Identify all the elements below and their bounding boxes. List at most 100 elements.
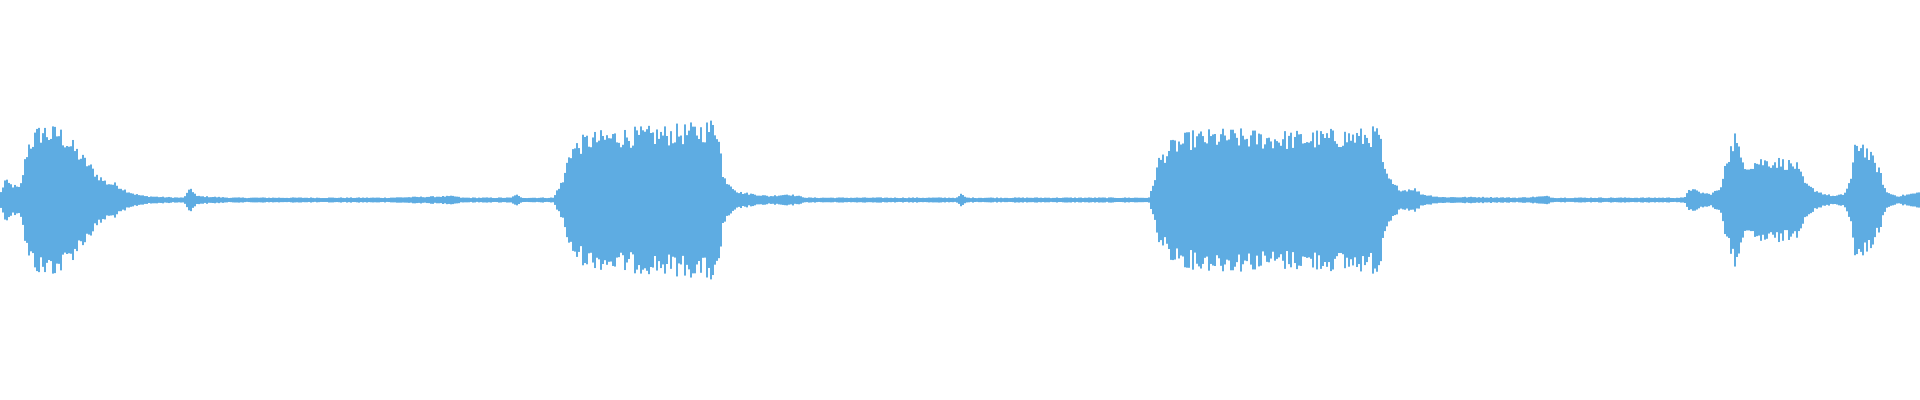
waveform-bar	[1408, 189, 1410, 211]
waveform-bar	[1838, 194, 1840, 206]
waveform-bar	[438, 196, 440, 204]
waveform-bar	[326, 198, 328, 202]
waveform-bar	[356, 197, 358, 203]
waveform-bar	[316, 197, 318, 203]
waveform-bar	[1826, 195, 1828, 205]
waveform-bar	[1098, 197, 1100, 203]
waveform-bars	[0, 120, 1920, 280]
waveform-bar	[160, 197, 162, 203]
waveform-bar	[1794, 168, 1796, 232]
waveform-bar	[378, 197, 380, 203]
waveform-bar	[1458, 197, 1460, 203]
waveform-bar	[916, 197, 918, 203]
waveform-bar	[1892, 194, 1894, 206]
waveform-bar	[1452, 197, 1454, 203]
waveform-bar	[500, 197, 502, 203]
waveform-bar	[504, 197, 506, 203]
waveform-bar	[1612, 197, 1614, 203]
waveform-bar	[972, 197, 974, 203]
waveform-bar	[714, 135, 716, 265]
waveform-bar	[530, 197, 532, 203]
waveform-bar	[982, 198, 984, 202]
waveform-bar	[262, 197, 264, 203]
waveform-bar	[1756, 163, 1758, 237]
waveform-bar	[1842, 194, 1844, 206]
waveform-bar	[234, 197, 236, 203]
waveform-bar	[18, 186, 20, 214]
waveform-bar	[1880, 172, 1882, 228]
waveform-bar	[680, 135, 682, 265]
waveform-bar	[1386, 173, 1388, 227]
waveform-bar	[800, 196, 802, 204]
waveform-bar	[1466, 197, 1468, 203]
waveform-bar	[630, 147, 632, 253]
waveform-bar	[350, 197, 352, 203]
waveform-bar	[1370, 147, 1372, 253]
waveform-bar	[1174, 140, 1176, 260]
waveform-bar	[1516, 198, 1518, 202]
waveform-bar	[1840, 194, 1842, 206]
waveform-bar	[1256, 144, 1258, 256]
waveform-bar	[410, 197, 412, 203]
waveform-bar	[80, 158, 82, 242]
waveform-bar	[1280, 145, 1282, 255]
waveform-bar	[40, 142, 42, 258]
waveform-bar	[1378, 134, 1380, 266]
waveform-bar	[194, 193, 196, 207]
waveform-bar	[938, 197, 940, 203]
waveform-bar	[1514, 197, 1516, 203]
waveform-bar	[1396, 185, 1398, 215]
waveform-bar	[1698, 191, 1700, 209]
waveform-bar	[1406, 191, 1408, 209]
waveform-bar	[188, 189, 190, 211]
waveform-bar	[1128, 197, 1130, 203]
waveform-bar	[1004, 197, 1006, 203]
waveform-bar	[744, 193, 746, 207]
waveform-bar	[1572, 198, 1574, 202]
waveform-bar	[1758, 164, 1760, 236]
waveform-bar	[686, 135, 688, 265]
waveform-bar	[1716, 190, 1718, 210]
waveform-bar	[596, 142, 598, 258]
waveform-bar	[1630, 197, 1632, 203]
waveform-bar	[44, 127, 46, 273]
waveform-bar	[984, 197, 986, 203]
waveform-bar	[416, 196, 418, 204]
waveform-bar	[534, 197, 536, 203]
waveform-bar	[1106, 198, 1108, 202]
waveform-bar	[1400, 191, 1402, 209]
waveform-bar	[452, 195, 454, 205]
waveform-bar	[1786, 169, 1788, 231]
waveform-bar	[482, 197, 484, 203]
waveform-bar	[1832, 195, 1834, 205]
waveform-bar	[1302, 143, 1304, 257]
waveform-bar	[112, 184, 114, 216]
waveform-bar	[856, 197, 858, 203]
waveform-bar	[1712, 192, 1714, 208]
waveform-bar	[1238, 145, 1240, 255]
waveform-bar	[1900, 196, 1902, 204]
waveform-bar	[808, 197, 810, 203]
waveform-bar	[564, 172, 566, 228]
waveform-bar	[94, 176, 96, 224]
waveform-bar	[1338, 146, 1340, 254]
waveform-bar	[1460, 197, 1462, 203]
waveform-bar	[696, 135, 698, 265]
waveform-bar	[1578, 197, 1580, 203]
waveform-bar	[1072, 198, 1074, 202]
waveform-bar	[280, 197, 282, 203]
waveform-bar	[1916, 192, 1918, 208]
waveform-bar	[934, 197, 936, 203]
waveform-bar	[758, 195, 760, 205]
waveform-bar	[1122, 197, 1124, 203]
waveform-bar	[424, 197, 426, 203]
waveform-bar	[1556, 198, 1558, 202]
waveform-bar	[1798, 168, 1800, 232]
waveform-bar	[792, 194, 794, 206]
waveform-bar	[816, 197, 818, 203]
waveform-bar	[306, 197, 308, 203]
waveform-bar	[144, 196, 146, 204]
waveform-bar	[302, 197, 304, 203]
